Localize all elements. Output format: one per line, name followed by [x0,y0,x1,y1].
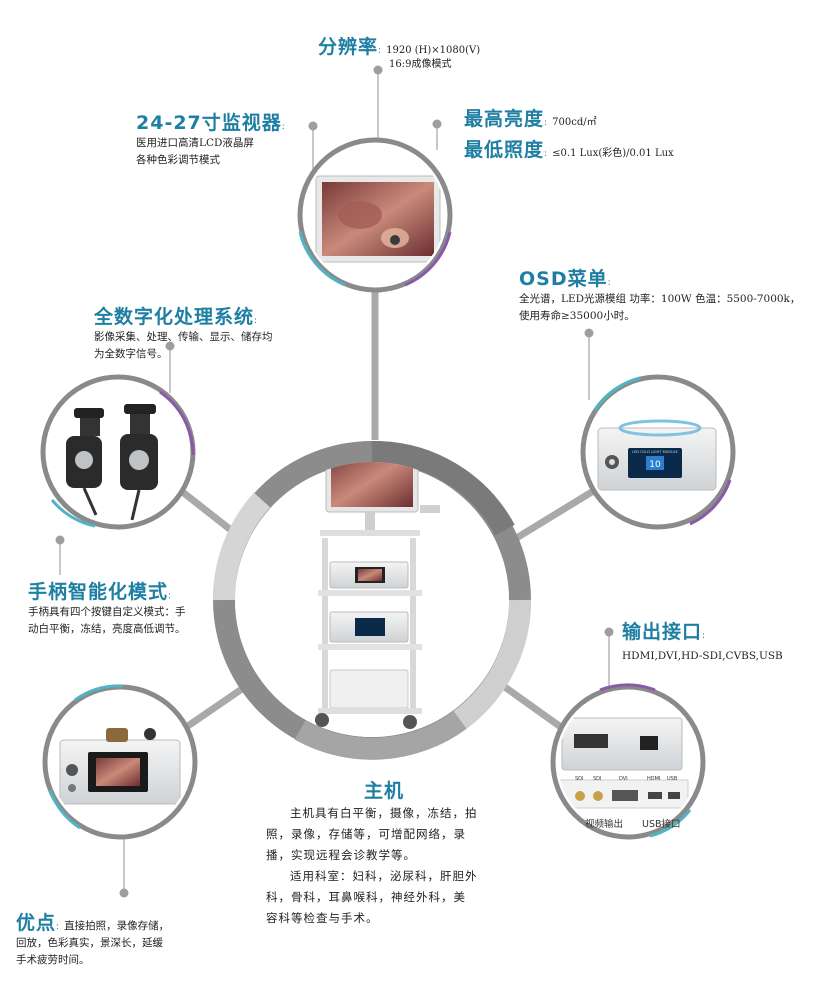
host-title-wrap: 主机 [364,776,404,803]
camera-handles-illustration [66,404,158,521]
resolution-line1: 1920 (H)×1080(V) [386,45,481,56]
monitor-illustration [315,175,441,263]
output-block: 输出接口: HDMI,DVI,HD-SDI,CVBS,USB [622,617,783,665]
brightness-title2: 最低照度 [464,139,545,161]
output-line1: HDMI,DVI,HD-SDI,CVBS,USB [622,650,783,662]
light-panel-label: LED COLD LIGHT MODULE [632,450,678,454]
center-ring [212,440,532,760]
output-title: 输出接口 [622,621,703,643]
resolution-block: 分辨率: 1920 (H)×1080(V) [318,36,481,58]
monitor-block: 24-27寸监视器: 医用进口高清LCD液晶屏 各种色彩调节模式 [136,108,285,169]
host-para1-line1: 主机具有白平衡，摄像，冻结，拍 [290,806,478,820]
light-source-illustration: 10 LED COLD LIGHT MODULE [597,419,717,491]
host-unit-illustration [59,728,181,805]
output-caption-video: 视频输出 [585,819,624,830]
host-para2-line3: 容科等检查与手术。 [266,911,379,925]
advantage-line3: 手术疲劳时间。 [16,954,90,966]
resolution-line2: 16:9成像模式 [389,59,452,70]
osd-title: OSD菜单 [519,268,608,290]
advantage-block: 优点: 直接拍照，录像存储， 回放，色彩真实，景深长，延缓 手术疲劳时间。 [16,908,169,969]
accent-arcs [48,231,732,838]
advantage-line1: 直接拍照，录像存储， [64,920,170,932]
digital-block: 全数字化处理系统: 影像采集、处理、传输、显示、储存均 为全数字信号。 [94,302,273,363]
handle-line2: 动白平衡，冻结，亮度高低调节。 [28,623,186,635]
monitor-line2: 各种色彩调节模式 [136,154,220,166]
handle-title: 手柄智能化模式 [28,581,169,603]
host-para1-line3: 播，实现远程会诊教学等。 [266,848,416,862]
output-box-illustration [559,717,689,809]
osd-line1: 全光谱，LED光源模组 功率：100W 色温：5500-7000k， [519,293,801,305]
connector-right-bottom [492,677,568,733]
host-para2-line2: 科，骨科，耳鼻喉科，神经外科，美 [266,890,466,904]
digital-title: 全数字化处理系统 [94,306,255,328]
light-screen-value: 10 [649,460,661,470]
monitor-line1: 医用进口高清LCD液晶屏 [136,137,254,149]
leader-lines [59,70,610,895]
handle-block: 手柄智能化模式: 手柄具有四个按键自定义模式：手 动白平衡，冻结，亮度高低调节。 [28,577,186,638]
brightness-block: 最高亮度: 700cd/㎡ 最低照度: ≤0.1 Lux(彩色)/0.01 Lu… [464,108,674,161]
brightness-title1: 最高亮度 [464,108,545,130]
digital-line1: 影像采集、处理、传输、显示、储存均 [94,331,273,343]
connector-right-top [503,487,597,548]
host-para1-line2: 照，录像，存储等，可增配网络，录 [266,827,466,841]
handle-line1: 手柄具有四个按键自定义模式：手 [28,606,186,618]
resolution-title: 分辨率 [318,36,379,58]
brightness-value2: ≤0.1 Lux(彩色)/0.01 Lux [552,148,674,159]
brightness-value1: 700cd/㎡ [552,117,597,128]
output-caption-usb: USB接口 [642,819,681,830]
endoscope-cart-illustration [315,462,440,729]
osd-block: OSD菜单: 全光谱，LED光源模组 功率：100W 色温：5500-7000k… [519,264,800,325]
camera-handle-1 [66,408,104,516]
osd-line2: 使用寿命≥35000小时。 [519,310,635,322]
monitor-title: 24-27寸监视器 [136,112,282,134]
digital-line2: 为全数字信号。 [94,348,168,360]
advantage-title: 优点 [16,912,57,934]
host-description: 主机具有白平衡，摄像，冻结，拍 照，录像，存储等，可增配网络，录 播，实现远程会… [266,803,516,929]
host-title: 主机 [364,780,405,802]
camera-handle-2 [120,404,158,521]
leader-dots [55,65,614,898]
advantage-line2: 回放，色彩真实，景深长，延缓 [16,937,163,949]
host-para2-line1: 适用科室：妇科，泌尿科，肝胆外 [290,869,478,883]
